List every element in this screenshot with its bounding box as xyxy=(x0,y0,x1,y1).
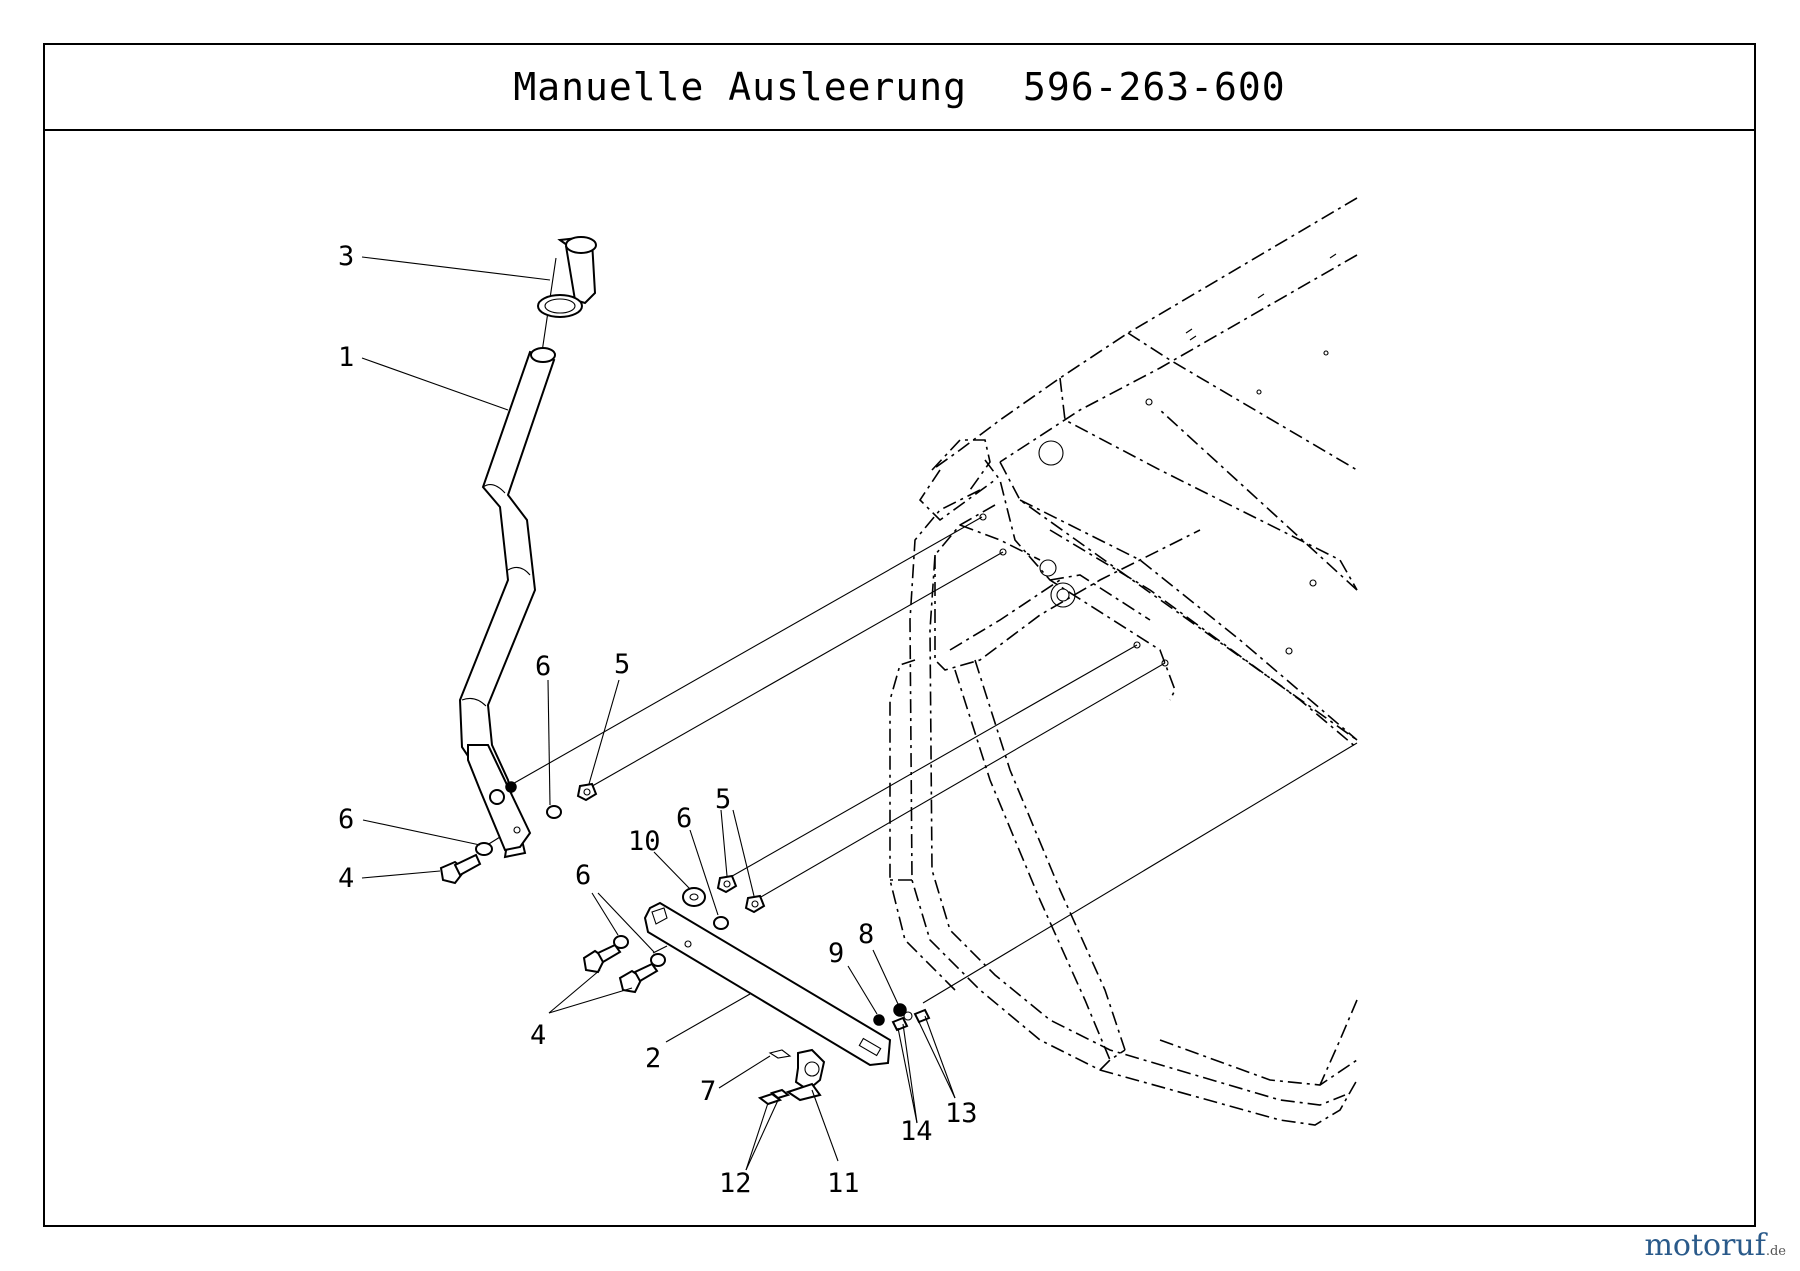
lever-tube xyxy=(458,347,556,859)
hardware xyxy=(439,782,931,1032)
diagram-title: Manuelle Ausleerung xyxy=(513,65,967,109)
callout-9: 9 xyxy=(828,938,844,969)
watermark-logo: motoruf.de xyxy=(1644,1228,1786,1263)
callout-5-upper: 5 xyxy=(614,649,630,680)
callout-6-left: 6 xyxy=(338,804,354,835)
watermark-brand: motoruf xyxy=(1644,1228,1766,1263)
callout-3: 3 xyxy=(338,241,354,272)
callout-8: 8 xyxy=(858,919,874,950)
callout-12: 12 xyxy=(719,1168,752,1199)
callout-11: 11 xyxy=(827,1168,860,1199)
assembly-guide-lines xyxy=(483,257,1358,1004)
callout-4-lower: 4 xyxy=(530,1020,546,1051)
callout-14: 14 xyxy=(900,1116,933,1147)
callout-6-upper: 6 xyxy=(535,651,551,682)
clamp-assembly xyxy=(757,1048,826,1106)
handle-grip xyxy=(537,236,597,318)
link-bar xyxy=(643,901,892,1067)
title-bar: Manuelle Ausleerung 596-263-600 xyxy=(45,45,1754,131)
watermark-tld: .de xyxy=(1765,1244,1786,1259)
callout-4-left: 4 xyxy=(338,863,354,894)
callout-leaders xyxy=(361,256,956,1171)
callout-5-middle: 5 xyxy=(715,784,731,815)
callout-2: 2 xyxy=(645,1043,661,1074)
callout-6-middle: 6 xyxy=(676,803,692,834)
washer-6-left xyxy=(475,842,493,856)
callout-7: 7 xyxy=(700,1076,716,1107)
callout-labels: 3 1 6 5 6 4 10 6 5 6 4 2 7 12 11 9 8 14 … xyxy=(338,241,978,1199)
grass-catcher-frame xyxy=(889,197,1358,1126)
callout-10: 10 xyxy=(628,826,661,857)
callout-6-lower: 6 xyxy=(575,860,591,891)
part-number: 596-263-600 xyxy=(1023,65,1286,109)
drawing-frame: Manuelle Ausleerung 596-263-600 xyxy=(43,43,1756,1227)
callout-13: 13 xyxy=(945,1098,978,1129)
callout-1: 1 xyxy=(338,342,354,373)
